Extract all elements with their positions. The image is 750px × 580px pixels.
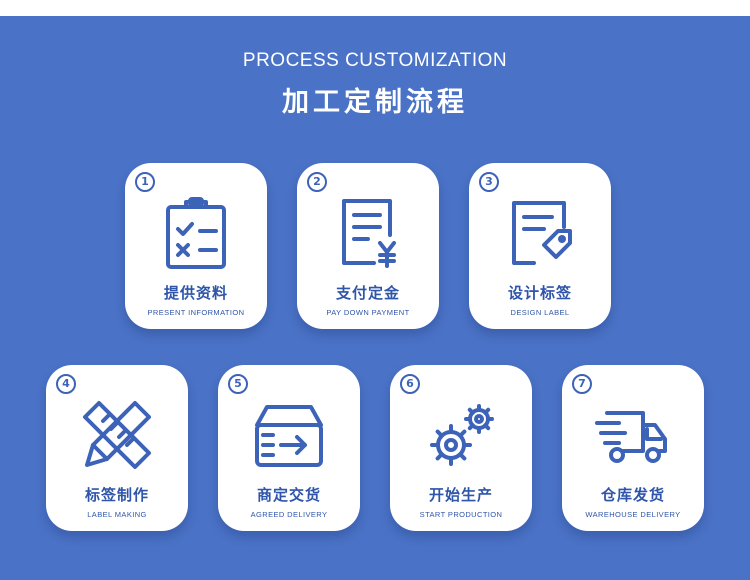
step-subtitle-3: DESIGN LABEL xyxy=(510,308,570,317)
step-subtitle-4: LABEL MAKING xyxy=(87,510,147,519)
step-card-4: 4 标签制作 LABEL MAKING xyxy=(46,365,188,531)
step-number-5: 5 xyxy=(228,374,248,394)
step-number-7: 7 xyxy=(572,374,592,394)
document-tag-icon xyxy=(500,193,580,273)
delivery-truck-icon xyxy=(593,395,673,475)
step-number-6: 6 xyxy=(400,374,420,394)
step-subtitle-1: PRESENT INFORMATION xyxy=(147,308,245,317)
step-number-2: 2 xyxy=(307,172,327,192)
step-card-7: 7 仓库发货 WAREHOUSE DELIVERY xyxy=(562,365,704,531)
step-subtitle-7: WAREHOUSE DELIVERY xyxy=(585,510,681,519)
step-subtitle-2: PAY DOWN PAYMENT xyxy=(326,308,410,317)
step-title-2: 支付定金 xyxy=(335,284,400,302)
step-title-7: 仓库发货 xyxy=(600,486,665,504)
step-subtitle-6: START PRODUCTION xyxy=(419,510,503,519)
step-card-1: 1 提供资料 PRESENT INFORMATION xyxy=(125,163,267,329)
page-subtitle: PROCESS CUSTOMIZATION xyxy=(242,50,508,71)
clipboard-checklist-icon xyxy=(156,193,236,273)
inbox-arrow-icon xyxy=(249,395,329,475)
step-number-4: 4 xyxy=(56,374,76,394)
step-title-6: 开始生产 xyxy=(428,486,493,504)
step-number-1: 1 xyxy=(135,172,155,192)
page-title: 加工定制流程 xyxy=(282,87,468,118)
step-title-3: 设计标签 xyxy=(507,284,572,302)
yen-document-icon xyxy=(328,193,408,273)
step-number-3: 3 xyxy=(479,172,499,192)
step-card-5: 5 商定交货 AGREED DELIVERY xyxy=(218,365,360,531)
step-title-5: 商定交货 xyxy=(256,486,321,504)
step-title-1: 提供资料 xyxy=(163,284,228,302)
gears-icon xyxy=(421,395,501,475)
step-subtitle-5: AGREED DELIVERY xyxy=(250,510,328,519)
step-title-4: 标签制作 xyxy=(84,486,149,504)
step-card-2: 2 支付定金 PAY DOWN PAYMENT xyxy=(297,163,439,329)
pencil-ruler-icon xyxy=(77,395,157,475)
step-card-6: 6 开始生产 START PRODUCTION xyxy=(390,365,532,531)
step-card-3: 3 设计标签 DESIGN LABEL xyxy=(469,163,611,329)
